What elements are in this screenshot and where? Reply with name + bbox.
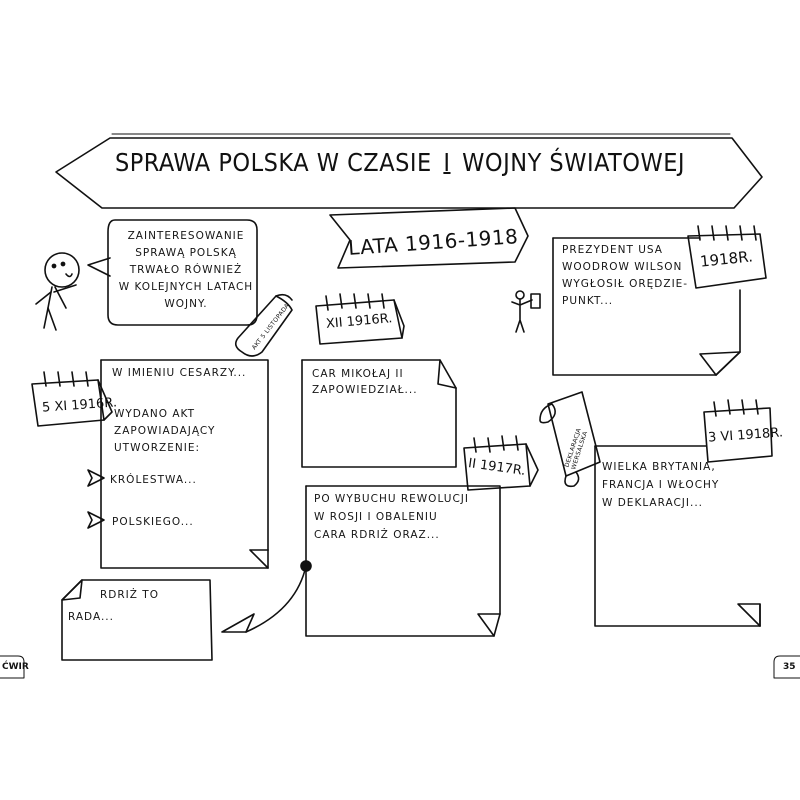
card-usa bbox=[552, 237, 741, 376]
calendar-5-xi-1916 bbox=[31, 371, 113, 427]
title-roman-numeral: I bbox=[443, 148, 451, 177]
calendar-ii-1917 bbox=[463, 435, 539, 491]
title-part-1: SPRAWA POLSKA W CZASIE bbox=[114, 148, 432, 177]
student-figure bbox=[35, 252, 80, 331]
subtitle-ribbon bbox=[329, 207, 529, 269]
act-scroll bbox=[234, 293, 293, 357]
wilson-figure bbox=[511, 290, 541, 333]
card-act bbox=[100, 359, 269, 569]
act-bullet-2: POLSKIEGO... bbox=[112, 516, 194, 528]
versailles-card-text: WIELKA BRYTANIA, FRANCJA I WŁOCHY W DEKL… bbox=[602, 461, 720, 509]
declaration-scroll bbox=[539, 391, 601, 488]
calendar-xii-1916 bbox=[315, 293, 405, 345]
page-number: 35 bbox=[783, 662, 796, 672]
footer-tabs bbox=[0, 655, 800, 679]
usa-card-text: PREZYDENT USA WOODROW WILSON WYGŁOSIŁ OR… bbox=[562, 244, 689, 307]
footer-left: ĆWIR bbox=[2, 662, 29, 672]
speech-bubble bbox=[87, 219, 258, 326]
calendar-3-vi-1918 bbox=[703, 399, 773, 463]
card-versailles bbox=[594, 445, 761, 627]
title-part-2: WOJNY ŚWIATOWEJ bbox=[462, 148, 686, 177]
bullet-arrow-1 bbox=[87, 469, 105, 487]
calendar-1918 bbox=[687, 225, 767, 289]
nicholas-card-text: CAR MIKOŁAJ II ZAPOWIEDZIAŁ... bbox=[312, 368, 418, 396]
card-council bbox=[61, 579, 213, 661]
card-revolution bbox=[305, 485, 501, 637]
act-card-line-1: W IMIENIU CESARZY... bbox=[112, 367, 247, 379]
act-bullet-1: KRÓLESTWA... bbox=[110, 474, 197, 486]
speech-text: ZAINTERESOWANIE SPRAWĄ POLSKĄ TRWAŁO RÓW… bbox=[118, 230, 254, 310]
council-card-line-2: RADA... bbox=[68, 611, 114, 623]
connector-arrow bbox=[221, 560, 312, 633]
bullet-arrow-2 bbox=[87, 511, 105, 529]
card-nicholas bbox=[301, 359, 457, 468]
page-title: SPRAWA POLSKA W CZASIE I WOJNY ŚWIATOWEJ bbox=[60, 148, 740, 177]
revolution-card-text: PO WYBUCHU REWOLUCJI W ROSJI I OBALENIU … bbox=[314, 493, 469, 541]
council-card-line-1: RDRIŻ TO bbox=[100, 589, 159, 601]
title-banner bbox=[55, 133, 763, 209]
act-card-line-2: WYDANO AKT ZAPOWIADAJĄCY UTWORZENIE: bbox=[114, 408, 216, 454]
